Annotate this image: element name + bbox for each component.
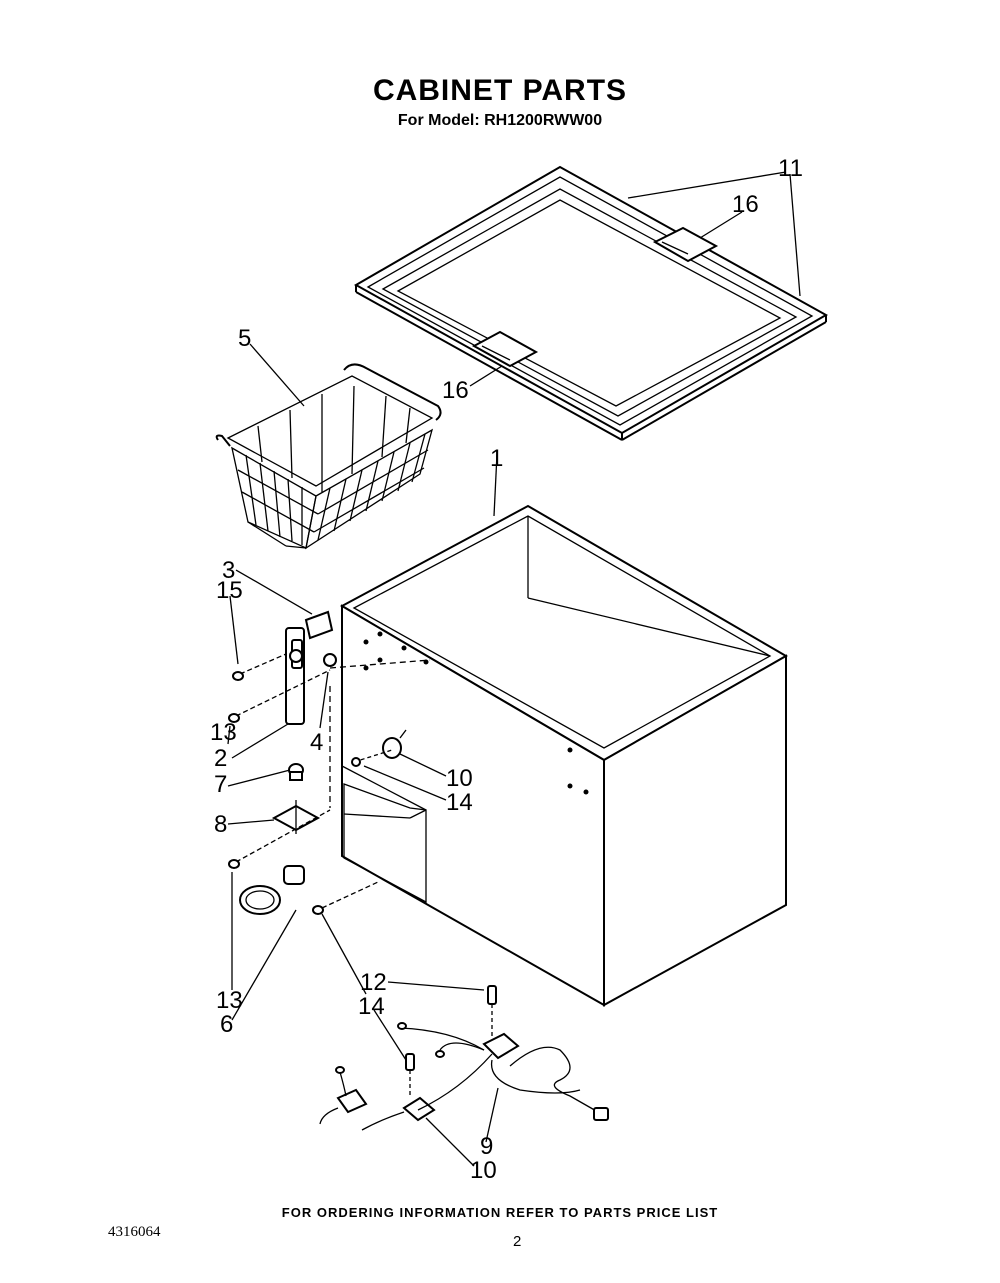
ordering-note: FOR ORDERING INFORMATION REFER TO PARTS …	[281, 1205, 719, 1220]
callout-3: 3	[222, 557, 235, 584]
cabinet-body-part	[339, 504, 789, 1007]
light-switch-part	[351, 729, 407, 767]
callout-13-upper: 13	[210, 719, 237, 746]
callout-10-lower: 10	[470, 1157, 497, 1184]
document-number: 4316064	[108, 1224, 161, 1240]
callout-10-upper: 10	[446, 765, 473, 792]
mounting-plate-part	[271, 800, 321, 834]
page-number: 2	[513, 1233, 522, 1250]
callout-6: 6	[220, 1011, 233, 1038]
thermostat-part	[228, 809, 331, 915]
callout-16-lower: 16	[442, 377, 469, 404]
thermostat-knob-part	[288, 763, 304, 781]
callout-7: 7	[214, 771, 227, 798]
callout-5: 5	[238, 325, 251, 352]
lid-gasket-part	[353, 165, 829, 441]
callout-12: 12	[360, 969, 387, 996]
hinge-bracket-part	[228, 610, 431, 808]
model-subtitle: For Model: RH1200RWW00	[397, 112, 603, 129]
callout-1: 1	[490, 445, 503, 472]
page-title: CABINET PARTS	[372, 74, 628, 107]
callout-2: 2	[214, 745, 227, 772]
callout-14-upper: 14	[446, 789, 473, 816]
callout-11: 11	[778, 155, 803, 182]
gasket-joint-part-lower	[471, 330, 539, 368]
gasket-joint-part-upper	[652, 226, 719, 263]
callout-15: 15	[216, 577, 243, 604]
leader-lines	[227, 171, 801, 1167]
callout-9: 9	[480, 1133, 493, 1160]
callout-16-upper: 16	[732, 191, 759, 218]
wire-basket-part	[215, 363, 442, 550]
callout-13-lower: 13	[216, 987, 243, 1014]
callout-14-lower: 14	[358, 993, 385, 1020]
callout-8: 8	[214, 811, 227, 838]
wiring-harness-part	[312, 881, 609, 1131]
callout-4: 4	[310, 729, 323, 756]
